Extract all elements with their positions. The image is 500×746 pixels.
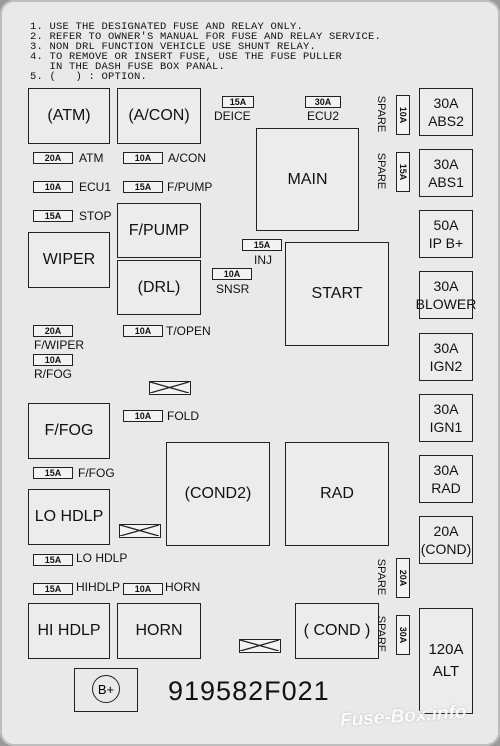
- relay-start: START: [285, 242, 389, 346]
- fuse-atm-label: ATM: [79, 151, 104, 165]
- fuse-hihdlp-rating: 15A: [33, 583, 73, 595]
- battery-plus-icon: B+: [92, 675, 120, 703]
- fuse-deice-rating: 15A: [222, 96, 254, 108]
- maxi-fuse-alt-label: ALT: [432, 663, 460, 680]
- maxi-fuse-alt-rating: 120A: [428, 641, 464, 658]
- empty-slot-3: [239, 639, 281, 653]
- maxi-fuse-cond-label: (COND): [420, 541, 472, 557]
- fuse-acon-rating: 10A: [123, 152, 163, 164]
- fuse-topen-rating: 10A: [123, 325, 163, 337]
- note-1: 1. USE THE DESIGNATED FUSE AND RELAY ONL…: [30, 21, 304, 33]
- relay-lo-hdlp: LO HDLP: [28, 489, 110, 545]
- battery-terminal: B+: [74, 668, 138, 712]
- fuse-ecu2-label: ECU2: [307, 109, 340, 123]
- empty-slot-1: [149, 381, 191, 395]
- watermark: Fuse-Box.info: [339, 701, 468, 732]
- fuse-inj-rating: 15A: [242, 239, 282, 251]
- relay-fpump: F/PUMP: [117, 203, 201, 258]
- maxi-fuse-ign1-rating: 30A: [433, 401, 459, 417]
- fuse-fwiper-label: F/WIPER: [34, 338, 84, 352]
- relay-ffog: F/FOG: [28, 403, 110, 459]
- fuse-snsr-rating: 10A: [212, 268, 252, 280]
- maxi-fuse-cond: 20A (COND): [419, 516, 473, 564]
- spare-fuse-4-rating: 30A: [396, 615, 410, 655]
- maxi-fuse-rad: 30A RAD: [419, 455, 473, 503]
- relay-cond: ( COND ): [295, 603, 379, 659]
- maxi-fuse-cond-rating: 20A: [433, 523, 459, 539]
- relay-main: MAIN: [256, 128, 359, 231]
- fuse-hihdlp-label: HIHDLP: [76, 580, 121, 594]
- empty-slot-2: [119, 524, 161, 538]
- fuse-fpump-rating: 15A: [123, 181, 163, 193]
- note-4b: IN THE DASH FUSE BOX PANAL.: [30, 61, 226, 73]
- relay-hi-hdlp: HI HDLP: [28, 603, 110, 659]
- fuse-ffog-rating: 15A: [33, 467, 73, 479]
- fuse-atm-rating: 20A: [33, 152, 73, 164]
- maxi-fuse-blower-label: BLOWER: [415, 296, 477, 312]
- maxi-fuse-abs1: 30A ABS1: [419, 149, 473, 197]
- fuse-horn-label: HORN: [165, 580, 201, 594]
- relay-cond2: (COND2): [166, 442, 270, 546]
- note-3: 3. NON DRL FUNCTION VEHICLE USE SHUNT RE…: [30, 41, 317, 53]
- fuse-inj-label: INJ: [254, 253, 272, 267]
- relay-drl: (DRL): [117, 260, 201, 315]
- maxi-fuse-ign2-label: IGN2: [429, 358, 463, 374]
- relay-rad: RAD: [285, 442, 389, 546]
- relay-acon: (A/CON): [117, 88, 201, 144]
- fuse-horn-rating: 10A: [123, 583, 163, 595]
- relay-horn: HORN: [117, 603, 201, 659]
- maxi-fuse-abs2-rating: 30A: [433, 95, 459, 111]
- fuse-rfog-label: R/FOG: [34, 367, 72, 381]
- spare-label-1: SPARE: [375, 95, 388, 133]
- maxi-fuse-blower: 30A BLOWER: [416, 271, 476, 319]
- maxi-fuse-abs2-label: ABS2: [428, 113, 464, 129]
- maxi-fuse-ipb-rating: 50A: [433, 217, 459, 233]
- fuse-ecu1-rating: 10A: [33, 181, 73, 193]
- maxi-fuse-ign1: 30A IGN1: [419, 394, 473, 442]
- spare-label-2: SPARE: [375, 152, 388, 190]
- fuse-topen-label: T/OPEN: [166, 324, 211, 338]
- maxi-fuse-ign2-rating: 30A: [433, 340, 459, 356]
- fuse-lohdlp-rating: 15A: [33, 554, 73, 566]
- maxi-fuse-ipb-label: IP B+: [428, 235, 464, 251]
- maxi-fuse-rad-rating: 30A: [433, 462, 459, 478]
- relay-wiper: WIPER: [28, 232, 110, 288]
- maxi-fuse-abs2: 30A ABS2: [419, 88, 473, 136]
- maxi-fuse-abs1-rating: 30A: [433, 156, 459, 172]
- maxi-fuse-abs1-label: ABS1: [428, 174, 464, 190]
- fuse-rfog-rating: 10A: [33, 354, 73, 366]
- note-5: 5. ( ) : OPTION.: [30, 71, 148, 83]
- fuse-deice-label: DEICE: [214, 109, 251, 123]
- fuse-fold-rating: 10A: [123, 410, 163, 422]
- part-number: 919582F021: [168, 676, 330, 706]
- fuse-stop-label: STOP: [79, 209, 112, 223]
- fuse-stop-rating: 15A: [33, 210, 73, 222]
- maxi-fuse-ign1-label: IGN1: [429, 419, 463, 435]
- notes-block: 1. USE THE DESIGNATED FUSE AND RELAY ONL…: [30, 21, 480, 83]
- maxi-fuse-rad-label: RAD: [431, 480, 461, 496]
- fuse-ecu2-rating: 30A: [305, 96, 341, 108]
- fuse-snsr-label: SNSR: [216, 282, 250, 296]
- fuse-fwiper-rating: 20A: [33, 325, 73, 337]
- maxi-fuse-blower-rating: 30A: [433, 278, 459, 294]
- maxi-fuse-ipb: 50A IP B+: [419, 210, 473, 258]
- spare-fuse-2-rating: 15A: [396, 152, 410, 192]
- maxi-fuse-alt: 120A ALT: [419, 608, 473, 714]
- fuse-acon-label: A/CON: [168, 151, 207, 165]
- fuse-lohdlp-label: LO HDLP: [76, 551, 128, 565]
- relay-atm: (ATM): [28, 88, 110, 144]
- spare-fuse-3-rating: 20A: [396, 558, 410, 598]
- fuse-fpump-label: F/PUMP: [167, 180, 213, 194]
- spare-label-3: SPARE: [375, 558, 388, 596]
- fuse-ecu1-label: ECU1: [79, 180, 112, 194]
- fuse-fold-label: FOLD: [167, 409, 200, 423]
- spare-fuse-1-rating: 10A: [396, 95, 410, 135]
- note-2: 2. REFER TO OWNER'S MANUAL FOR FUSE AND …: [30, 31, 382, 43]
- spare-label-4: SPARE: [375, 615, 388, 653]
- fuse-ffog-label: F/FOG: [78, 466, 115, 480]
- maxi-fuse-ign2: 30A IGN2: [419, 333, 473, 381]
- note-4: 4. TO REMOVE OR INSERT FUSE, USE THE FUS…: [30, 51, 343, 63]
